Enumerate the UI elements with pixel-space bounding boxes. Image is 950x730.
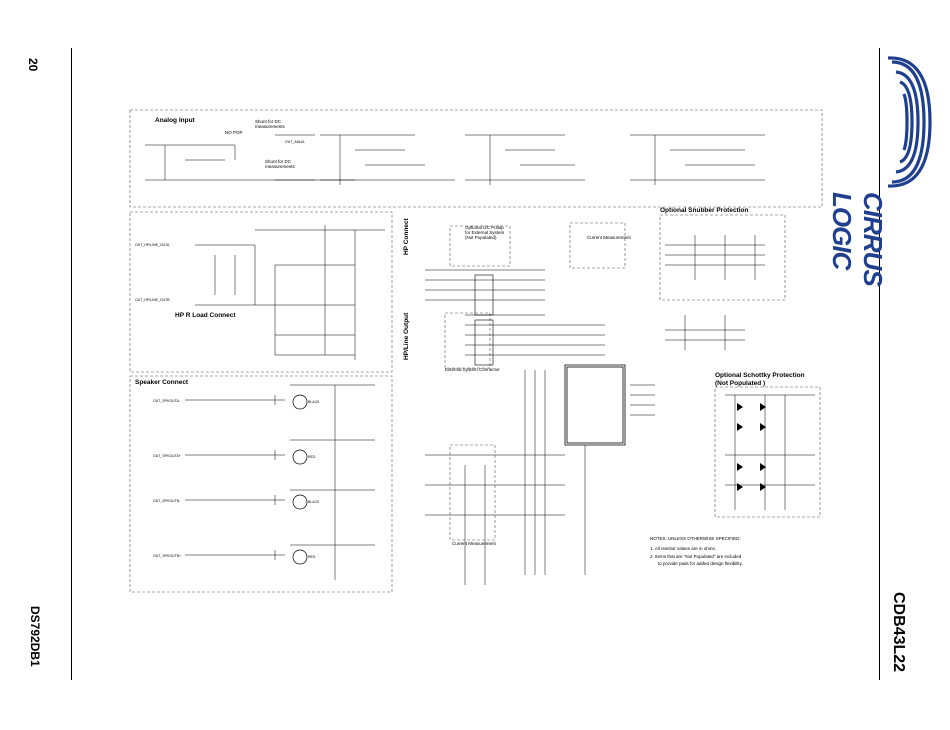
snubber-frame [659, 214, 786, 301]
speaker-icon [292, 549, 308, 565]
logo-mark [887, 56, 932, 188]
wiring [145, 134, 815, 585]
analog-input-frame [129, 109, 823, 208]
shunt-note-1: Shunt for DC [255, 119, 282, 124]
signal-spkouta-plus: OUT_SPKOUTA+ [153, 454, 181, 458]
cirrus-logic-logo: CIRRUS LOGIC [827, 52, 934, 302]
ic-packages [474, 274, 624, 444]
schematic-diagram: Analog Input HP R Load Connect Speaker C… [129, 109, 823, 593]
speaker-icon [292, 449, 308, 465]
diodes [737, 403, 766, 491]
speaker-red-2: RED [308, 555, 316, 559]
external-connector-label: External System Connector [445, 367, 500, 372]
snubber-title: Optional Snubber Protection [660, 207, 749, 214]
hp-load-frame [129, 211, 393, 373]
speaker-icon [292, 494, 308, 510]
speaker-frame [129, 375, 393, 593]
logo-text: CIRRUS LOGIC [827, 192, 888, 286]
analog-input-title: Analog Input [155, 117, 196, 124]
signal-spkouta-minus: OUT_SPKOUTA- [153, 399, 181, 403]
shunt-note-1b: measurements [255, 124, 286, 129]
signal-outa: OUT_HP/LINE_OUTA [135, 243, 170, 247]
shunt-note-2b: measurements [265, 164, 296, 169]
speaker-symbols [292, 394, 308, 565]
signal-spkoutb-minus: OUT_SPKOUTB- [153, 499, 181, 503]
speaker-icon [292, 394, 308, 410]
current-measurement-label-2: Current Measurement [452, 541, 497, 546]
signal-outb: OUT_HP/LINE_OUTB [135, 298, 170, 302]
speaker-black-1: BLACK [308, 400, 320, 404]
signal-spkoutb-plus: OUT_SPKOUTB+ [153, 554, 181, 558]
current-measure-frame-1 [569, 222, 626, 269]
no-pop-label: NO POP [225, 130, 243, 135]
signal-ain: OUT_AIN1A [285, 140, 305, 144]
speaker-black-2: BLACK [308, 500, 320, 504]
left-margin-rule [71, 48, 72, 680]
right-margin-rule [879, 48, 880, 680]
notes-header: NOTES: UNLESS OTHERWISE SPECIFIED: [650, 536, 741, 541]
schottky-frame [714, 386, 821, 518]
note-1: 1. All resistor values are in ohms. [650, 546, 716, 551]
hp-connect-label: HP Connect [403, 217, 410, 255]
external-connector-frame [444, 312, 491, 369]
connector-header [474, 319, 494, 366]
hp-line-output-label: HP/Line Output [403, 312, 410, 360]
note-2b: to provide pads for added design flexibi… [658, 561, 743, 566]
codec-ic [566, 366, 624, 444]
document-code: DS792DB1 [28, 606, 42, 667]
i2c-frame [449, 225, 511, 267]
i2c-note-2: for External System [465, 230, 505, 235]
hp-load-title: HP R Load Connect [175, 312, 236, 319]
schottky-title-1: Optional Schottky Protection [715, 372, 805, 379]
i2c-note-1: Optional I2C Pullup [465, 225, 504, 230]
current-measure-frame-2 [449, 444, 496, 541]
current-measurement-label-1: Current Measurement [587, 235, 632, 240]
schottky-title-2: (Not Populated ) [715, 380, 765, 387]
product-name: CDB43L22 [890, 592, 907, 673]
i2c-note-3: (Not Populated) [465, 235, 497, 240]
speaker-red-1: RED [308, 455, 316, 459]
speaker-title: Speaker Connect [135, 379, 189, 386]
connector-header [474, 274, 494, 316]
note-2: 2. Items that are "Not Populated" are in… [650, 554, 742, 559]
page-number: 20 [26, 58, 40, 72]
shunt-note-2: Shunt for DC [265, 159, 292, 164]
